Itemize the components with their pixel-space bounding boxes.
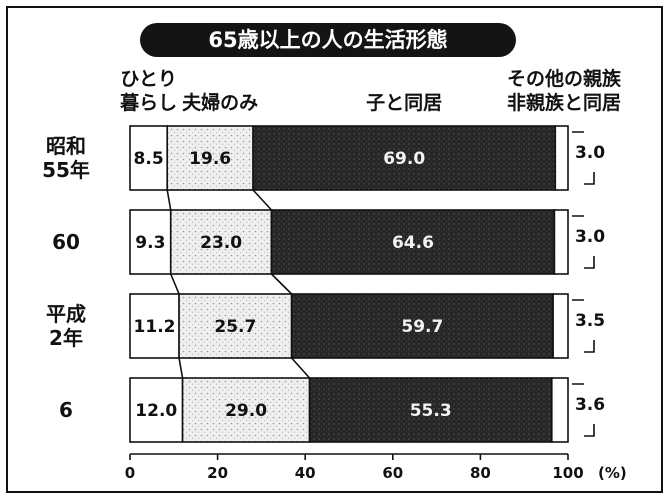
bars-layer: 8.5 19.6 69.0 3.0 9.3 23.0 64.6 3.0 11.2 25.7 59.7… xyxy=(129,125,605,443)
connector-line xyxy=(252,189,273,211)
connector-line xyxy=(166,189,172,211)
value-label: 3.6 xyxy=(575,395,605,415)
category-label: 昭和 xyxy=(46,134,86,158)
bar-segment xyxy=(308,377,553,443)
title-pill xyxy=(140,23,516,57)
callout-bracket xyxy=(572,299,595,353)
category-label: 平成 xyxy=(46,302,86,326)
value-label: 19.6 xyxy=(189,149,231,169)
connector-line xyxy=(291,357,311,379)
callout-bracket xyxy=(572,383,595,437)
category-label: 6 xyxy=(59,398,73,422)
bar-segment xyxy=(554,125,569,191)
bar-segment xyxy=(129,377,184,443)
bar-segment xyxy=(553,209,569,275)
connector-line xyxy=(178,357,184,379)
bar-segment xyxy=(166,125,254,191)
value-label: 12.0 xyxy=(135,401,177,421)
value-label: 29.0 xyxy=(225,401,267,421)
value-label: 55.3 xyxy=(410,401,452,421)
tick-label: 40 xyxy=(295,464,316,482)
unit-label: (%) xyxy=(598,464,627,482)
value-label: 3.0 xyxy=(575,227,605,247)
value-label: 3.0 xyxy=(575,143,605,163)
value-label: 3.5 xyxy=(575,311,605,331)
value-label: 69.0 xyxy=(383,149,425,169)
category-label: 55年 xyxy=(42,158,90,182)
value-label: 23.0 xyxy=(200,233,242,253)
bar-segment xyxy=(129,293,180,359)
chart-title: 65歳以上の人の生活形態 xyxy=(208,28,447,52)
value-label: 11.2 xyxy=(134,317,176,337)
value-label: 8.5 xyxy=(134,149,164,169)
tick-label: 100 xyxy=(552,464,583,482)
connector-line xyxy=(270,273,293,295)
value-label: 9.3 xyxy=(135,233,165,253)
tick-label: 20 xyxy=(207,464,228,482)
series-header: 非親族と同居 xyxy=(507,91,621,114)
value-label: 25.7 xyxy=(214,317,256,337)
value-label: 64.6 xyxy=(392,233,434,253)
series-header: ひとり xyxy=(120,68,176,90)
tick-label: 60 xyxy=(382,464,403,482)
series-header: その他の親族 xyxy=(507,67,622,90)
category-label: 2年 xyxy=(49,326,83,350)
tick-label: 0 xyxy=(125,464,135,482)
bar-segment xyxy=(181,377,311,443)
x-axis: 0 20 40 60 80 100 (%) xyxy=(125,453,627,482)
bar-segment xyxy=(290,293,554,359)
value-label: 59.7 xyxy=(401,317,443,337)
bar-segment xyxy=(178,293,293,359)
bar-segment xyxy=(552,293,569,359)
legend-headers: ひとり暮らし夫婦のみ 子と同居 その他の親族非親族と同居 xyxy=(119,67,622,114)
tick-label: 80 xyxy=(470,464,491,482)
callout-bracket xyxy=(572,215,595,269)
series-header: 夫婦のみ xyxy=(182,91,258,114)
series-header: 子と同居 xyxy=(366,92,442,114)
bar-segment xyxy=(550,377,569,443)
series-header: 暮らし xyxy=(119,92,177,114)
connector-line xyxy=(169,273,180,295)
stacked-bar-chart: 65歳以上の人の生活形態 ひとり暮らし夫婦のみ子と同居その他の親族非親族と同居 … xyxy=(42,23,627,482)
category-label: 60 xyxy=(52,230,80,254)
title-banner: 65歳以上の人の生活形態 xyxy=(140,23,516,57)
chart-frame: 65歳以上の人の生活形態 ひとり暮らし夫婦のみ子と同居その他の親族非親族と同居 … xyxy=(6,6,663,493)
callout-bracket xyxy=(572,131,595,185)
